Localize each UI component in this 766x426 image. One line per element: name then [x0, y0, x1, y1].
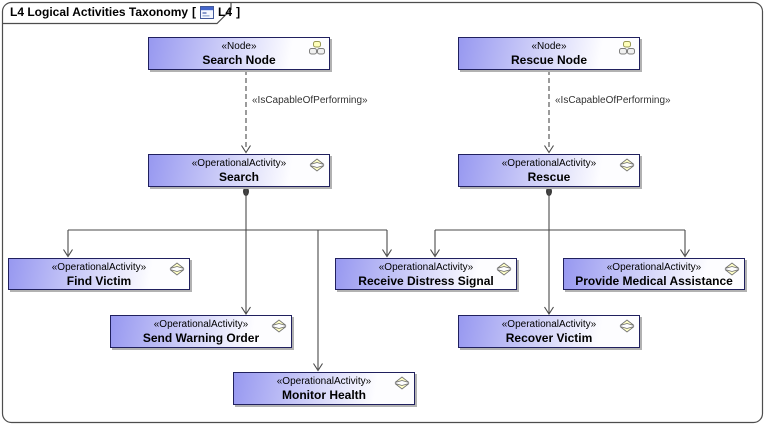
element-name: Find Victim: [66, 274, 132, 288]
diagram-title: L4 Logical Activities Taxonomy: [10, 5, 189, 19]
operational-activity-icon: [271, 319, 287, 333]
element-name: Receive Distress Signal: [358, 274, 494, 288]
element-name: Search: [218, 170, 260, 184]
activity-box-provide-medical-assistance[interactable]: «OperationalActivity» Provide Medical As…: [563, 258, 745, 290]
connector-rescue-node-iscapableofperforming[interactable]: [544, 70, 554, 154]
element-name: Rescue Node: [510, 53, 588, 67]
ref-bracket-close: ]: [236, 5, 241, 19]
ref-label: L4: [218, 5, 233, 19]
diagram-title-tab: L4 Logical Activities Taxonomy [ L4 ]: [10, 5, 240, 19]
iscapableofperforming-label-left[interactable]: «IsCapableOfPerforming»: [252, 95, 368, 106]
node-icon: [619, 41, 635, 55]
node-icon: [309, 41, 325, 55]
stereotype-label: «OperationalActivity»: [191, 158, 287, 169]
ref-bracket-open: [: [192, 5, 197, 19]
diagram-title-tab-outline: [2, 3, 232, 25]
operational-activity-icon: [394, 376, 410, 390]
stereotype-label: «Node»: [531, 41, 567, 52]
stereotype-label: «OperationalActivity»: [276, 376, 372, 387]
activity-box-find-victim[interactable]: «OperationalActivity» Find Victim: [8, 258, 190, 290]
node-box-search-node[interactable]: «Node» Search Node: [148, 37, 330, 70]
operational-activity-icon: [309, 158, 325, 172]
activity-box-monitor-health[interactable]: «OperationalActivity» Monitor Health: [233, 372, 415, 405]
activity-box-send-warning-order[interactable]: «OperationalActivity» Send Warning Order: [110, 315, 292, 348]
stereotype-label: «OperationalActivity»: [606, 262, 702, 273]
connector-rescue-children[interactable]: [430, 187, 690, 316]
stereotype-label: «Node»: [221, 41, 257, 52]
connector-search-children[interactable]: [63, 187, 392, 372]
iscapableofperforming-label-right[interactable]: «IsCapableOfPerforming»: [555, 95, 671, 106]
stereotype-label: «OperationalActivity»: [501, 158, 597, 169]
element-name: Recover Victim: [505, 331, 593, 345]
activity-box-search[interactable]: «OperationalActivity» Search: [148, 154, 330, 187]
element-name: Send Warning Order: [142, 331, 260, 345]
element-name: Monitor Health: [282, 388, 366, 402]
connector-search-node-iscapableofperforming[interactable]: [241, 70, 251, 154]
operational-activity-icon: [496, 262, 512, 276]
element-name: Search Node: [202, 53, 276, 67]
element-name: Provide Medical Assistance: [575, 274, 733, 288]
stereotype-label: «OperationalActivity»: [153, 319, 249, 330]
stereotype-label: «OperationalActivity»: [51, 262, 147, 273]
node-box-rescue-node[interactable]: «Node» Rescue Node: [458, 37, 640, 70]
operational-activity-icon: [619, 319, 635, 333]
activity-box-recover-victim[interactable]: «OperationalActivity» Recover Victim: [458, 315, 640, 348]
activity-box-receive-distress-signal[interactable]: «OperationalActivity» Receive Distress S…: [335, 258, 517, 290]
stereotype-label: «OperationalActivity»: [501, 319, 597, 330]
operational-activity-icon: [724, 262, 740, 276]
operational-activity-icon: [169, 262, 185, 276]
activity-box-rescue[interactable]: «OperationalActivity» Rescue: [458, 154, 640, 187]
stereotype-label: «OperationalActivity»: [378, 262, 474, 273]
element-name: Rescue: [527, 170, 571, 184]
diagram-type-icon: [200, 5, 215, 19]
operational-activity-icon: [619, 158, 635, 172]
